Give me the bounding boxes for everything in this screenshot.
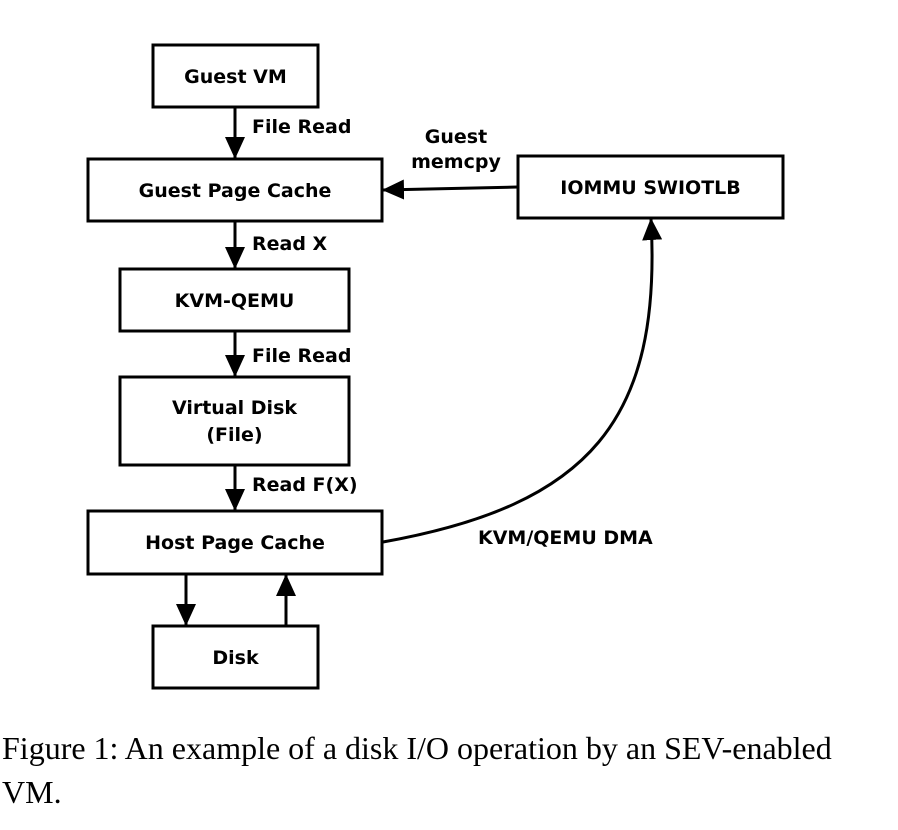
guest-page-cache-label: Guest Page Cache	[139, 180, 332, 202]
figure-caption: Figure 1: An example of a disk I/O opera…	[2, 730, 832, 810]
edge-label-kvm-qemu-dma: KVM/QEMU DMA	[478, 527, 653, 549]
kvm-qemu-node: KVM-QEMU	[118, 267, 351, 333]
edge-label-file-read-1: File Read	[252, 116, 351, 138]
kvm-qemu-label: KVM-QEMU	[175, 290, 295, 312]
virtual-disk-label-line2: (File)	[206, 424, 262, 446]
disk-node: Disk	[151, 624, 320, 690]
guest-page-cache-node: Guest Page Cache	[86, 157, 384, 223]
edge-label-file-read-2: File Read	[252, 345, 351, 367]
iommu-swiotlb-label: IOMMU SWIOTLB	[560, 177, 741, 199]
guest-vm-label: Guest VM	[184, 66, 287, 88]
disk-label: Disk	[212, 647, 259, 669]
guest-vm-node: Guest VM	[151, 43, 320, 109]
host-page-cache-label: Host Page Cache	[145, 532, 325, 554]
edge-label-read-x: Read X	[252, 233, 328, 255]
arrow-iommu-to-guestcache	[382, 179, 519, 200]
edge-label-guest: Guest	[425, 126, 487, 148]
iommu-swiotlb-node: IOMMU SWIOTLB	[516, 154, 785, 220]
virtual-disk-node: Virtual Disk (File)	[118, 375, 351, 467]
arrow-hostcache-to-iommu-dma	[382, 218, 663, 544]
edge-label-read-fx: Read F(X)	[252, 474, 358, 496]
host-page-cache-node: Host Page Cache	[86, 509, 384, 576]
edge-label-memcpy: memcpy	[411, 151, 501, 173]
virtual-disk-label-line1: Virtual Disk	[172, 397, 297, 419]
